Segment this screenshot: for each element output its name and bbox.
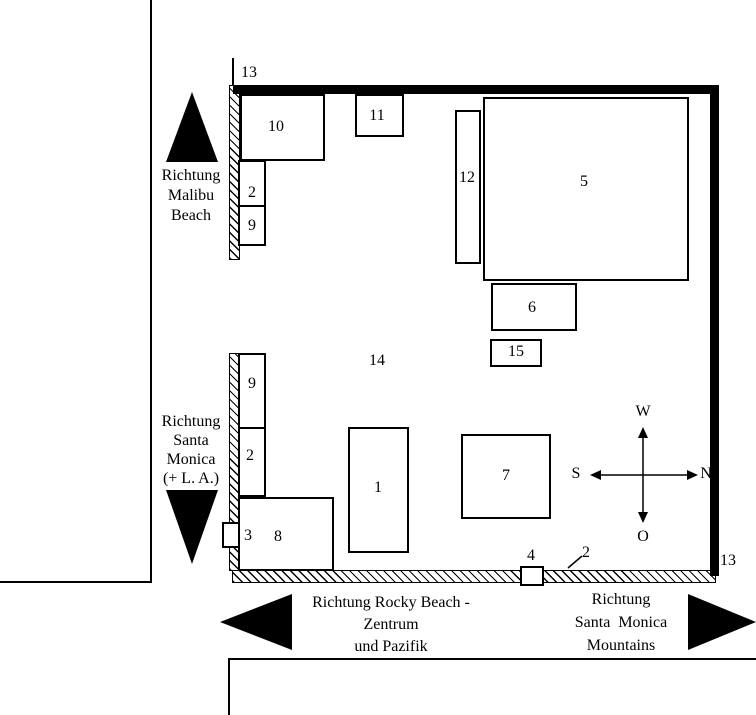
direction-rocky-beach: Richtung Rocky Beach - Zentrum und Pazif…	[296, 592, 486, 658]
label-wall-13-top: 13	[241, 64, 257, 81]
direction-santa-monica: Richtung Santa Monica (+ L. A.)	[146, 412, 236, 488]
compass-label-north: N	[700, 465, 712, 482]
wall-right	[710, 85, 719, 576]
label-building-15: 15	[508, 343, 524, 360]
gate-4	[520, 566, 544, 586]
road-edge-south	[228, 658, 756, 660]
label-building-6: 6	[528, 299, 536, 316]
label-gate-3: 3	[244, 527, 252, 544]
building-11	[355, 94, 404, 137]
label-fence-2-bottom: 2	[582, 544, 590, 561]
direction-santa-monica-mountains: Richtung Santa Monica Mountains	[556, 588, 686, 657]
direction-mountains-line1: Richtung	[591, 591, 651, 608]
wall-top	[233, 85, 719, 94]
label-building-8: 8	[274, 528, 282, 545]
building-8	[238, 497, 334, 571]
direction-santa-monica-line3: Monica	[166, 451, 216, 468]
wall-13-leader-line	[232, 58, 234, 85]
building-9-2-lower	[238, 353, 266, 497]
label-fence-2-lower: 2	[246, 447, 254, 464]
direction-malibu-beach: Richtung Malibu Beach	[148, 166, 234, 226]
direction-rocky-beach-line3: und Pazifik	[354, 638, 428, 655]
malibu-arrow-up-icon	[166, 92, 218, 162]
building-7	[461, 434, 551, 519]
direction-mountains-line3: Mountains	[586, 637, 656, 654]
label-building-10: 10	[268, 118, 284, 135]
rocky-beach-arrow-left-icon	[220, 594, 292, 650]
compass-icon	[590, 427, 698, 523]
direction-santa-monica-line4: (+ L. A.)	[162, 470, 220, 487]
mountains-arrow-right-icon	[688, 594, 756, 650]
fence-bottom	[232, 570, 716, 583]
building-5	[483, 97, 689, 281]
building-2-9-upper	[238, 160, 266, 246]
fence-2-leader-line	[567, 555, 583, 569]
label-fence-2-upper: 2	[248, 184, 256, 201]
direction-rocky-beach-line1: Richtung Rocky Beach -	[312, 594, 470, 611]
label-gate-4: 4	[527, 547, 535, 564]
label-building-12: 12	[459, 169, 475, 186]
label-building-7: 7	[502, 467, 510, 484]
road-edge-west	[150, 0, 152, 583]
compass-label-west: W	[635, 403, 651, 420]
road-edge-southwest-horizontal	[0, 581, 152, 583]
building-2-9-upper-divider	[238, 205, 266, 207]
building-1	[348, 427, 409, 553]
road-edge-south-corner	[228, 658, 230, 715]
santa-monica-arrow-down-icon	[166, 490, 218, 564]
building-12	[455, 110, 481, 264]
label-area-14: 14	[369, 352, 385, 369]
label-building-9-lower: 9	[248, 375, 256, 392]
building-9-2-lower-divider	[238, 427, 266, 429]
label-building-11: 11	[369, 107, 385, 124]
compass-label-east: O	[637, 528, 649, 545]
direction-malibu-line3: Beach	[171, 207, 211, 224]
building-15	[490, 339, 542, 367]
label-building-5: 5	[580, 173, 588, 190]
direction-santa-monica-line2: Santa	[173, 432, 209, 449]
direction-malibu-line2: Malibu	[167, 187, 215, 204]
direction-malibu-line1: Richtung	[161, 167, 221, 184]
label-wall-13-bottom: 13	[720, 552, 736, 569]
label-building-9-upper: 9	[248, 217, 256, 234]
compass-label-south: S	[571, 465, 581, 482]
gate-3	[222, 522, 240, 548]
building-6	[491, 283, 577, 331]
direction-rocky-beach-line2: Zentrum	[363, 616, 419, 633]
building-10	[240, 94, 325, 161]
direction-mountains-line2: Santa Monica	[574, 614, 668, 631]
label-building-1: 1	[374, 479, 382, 496]
direction-santa-monica-line1: Richtung	[161, 413, 221, 430]
